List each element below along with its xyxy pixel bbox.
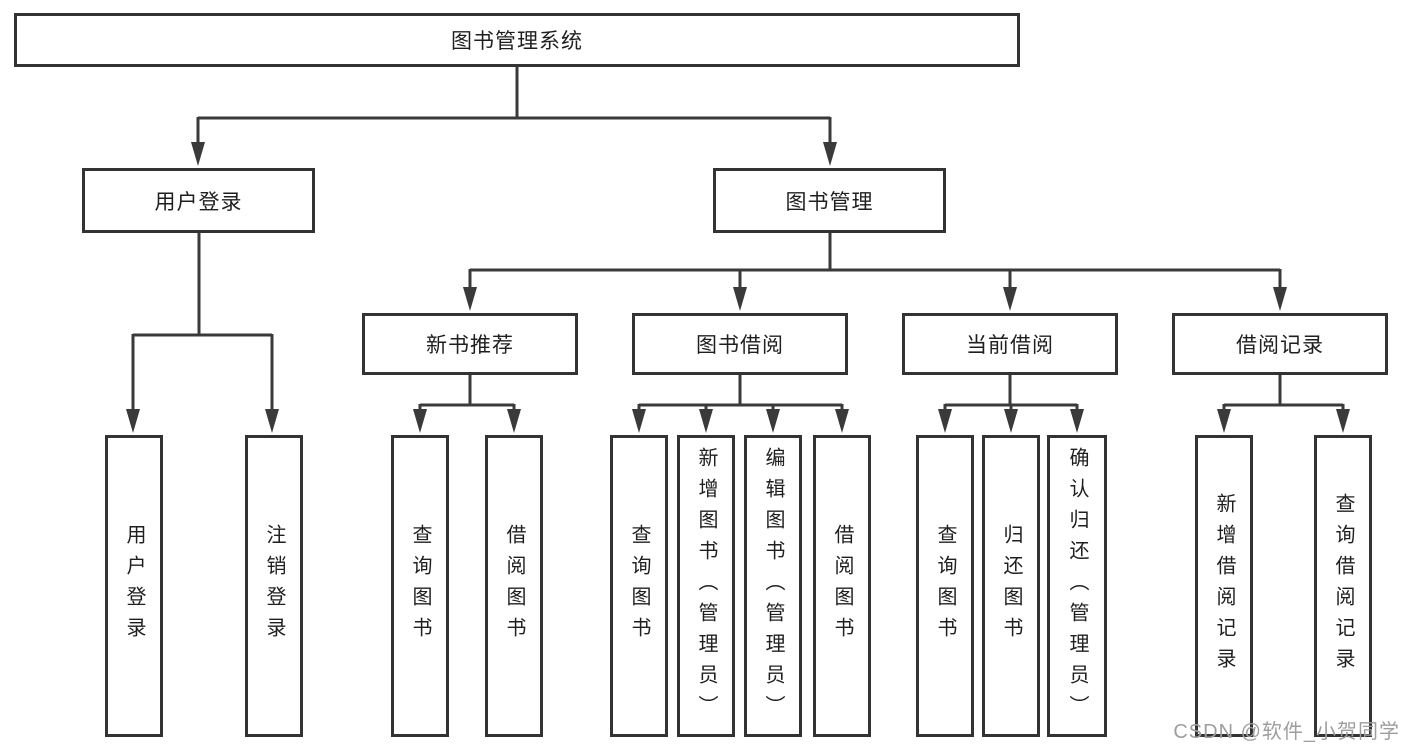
arrowhead-icon (507, 409, 521, 433)
node-label: 查询图书 (628, 524, 650, 648)
leaf-query-borrow-record: 查询借阅记录 (1314, 435, 1372, 737)
node-label: 图书管理 (785, 190, 874, 214)
node-label: 归还图书 (1000, 524, 1022, 648)
node-label: 确认归还（管理员） (1066, 446, 1088, 726)
arrowhead-icon (413, 409, 427, 433)
node-label: 查询图书 (934, 524, 956, 648)
arrowhead-icon (463, 287, 477, 311)
node-label: 借阅图书 (503, 524, 525, 648)
arrowhead-icon (1004, 409, 1018, 433)
leaf-add-book-admin: 新增图书（管理员） (677, 435, 735, 737)
arrowhead-icon (191, 142, 205, 166)
arrowhead-icon (699, 409, 713, 433)
node-new-book-recommendation: 新书推荐 (362, 313, 578, 375)
node-label: 新书推荐 (426, 334, 514, 357)
leaf-query-books-borrowing: 查询图书 (610, 435, 668, 737)
node-book-borrowing: 图书借阅 (632, 313, 848, 375)
leaf-borrow-books-recommend: 借阅图书 (485, 435, 543, 737)
leaf-return-books: 归还图书 (982, 435, 1040, 737)
node-label: 当前借阅 (966, 334, 1054, 357)
node-book-management: 图书管理 (713, 168, 946, 233)
watermark: CSDN @软件_小贺同学 (1173, 721, 1400, 743)
node-label: 注销登录 (263, 524, 285, 648)
leaf-query-books-recommend: 查询图书 (391, 435, 449, 737)
node-borrowing-records: 借阅记录 (1172, 313, 1388, 375)
leaf-edit-book-admin: 编辑图书（管理员） (744, 435, 802, 737)
arrowhead-icon (632, 409, 646, 433)
node-library-management-system: 图书管理系统 (14, 13, 1020, 67)
arrowhead-icon (733, 287, 747, 311)
arrowhead-icon (1070, 409, 1084, 433)
arrowhead-icon (126, 409, 140, 433)
node-label: 查询图书 (409, 524, 431, 648)
arrowhead-icon (1217, 409, 1231, 433)
node-current-borrowing: 当前借阅 (902, 313, 1118, 375)
node-user-login: 用户登录 (82, 168, 315, 233)
arrowhead-icon (938, 409, 952, 433)
leaf-query-books-current: 查询图书 (916, 435, 974, 737)
arrowhead-icon (823, 142, 837, 166)
node-label: 编辑图书（管理员） (762, 446, 784, 726)
leaf-logout: 注销登录 (245, 435, 303, 737)
node-label: 借阅图书 (831, 524, 853, 648)
arrowhead-icon (265, 409, 279, 433)
node-label: 用户登录 (154, 190, 243, 214)
arrowhead-icon (1336, 409, 1350, 433)
leaf-user-login: 用户登录 (105, 435, 163, 737)
node-label: 图书管理系统 (451, 30, 583, 53)
leaf-confirm-return-admin: 确认归还（管理员） (1047, 435, 1107, 737)
node-label: 借阅记录 (1236, 334, 1324, 357)
leaf-borrow-books-borrowing: 借阅图书 (813, 435, 871, 737)
arrowhead-icon (1273, 287, 1287, 311)
node-label: 图书借阅 (696, 334, 784, 357)
arrowhead-icon (766, 409, 780, 433)
arrowhead-icon (1003, 287, 1017, 311)
node-label: 新增图书（管理员） (695, 446, 717, 726)
leaf-add-borrow-record: 新增借阅记录 (1195, 435, 1253, 737)
node-label: 用户登录 (123, 524, 145, 648)
node-label: 新增借阅记录 (1213, 493, 1235, 679)
node-label: 查询借阅记录 (1332, 493, 1354, 679)
arrowhead-icon (835, 409, 849, 433)
